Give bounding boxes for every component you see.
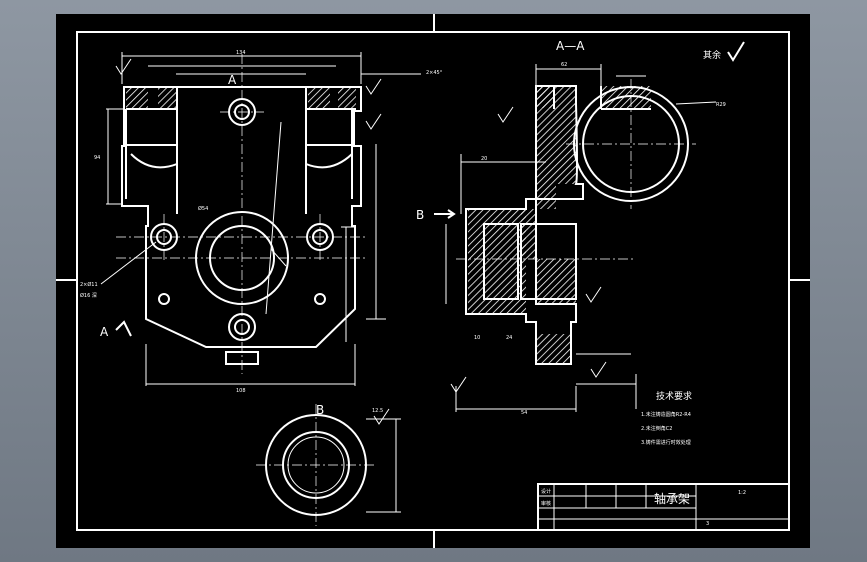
- drawing-border: [76, 31, 790, 531]
- view-b-arrow: B: [416, 208, 424, 222]
- title-row1-col1: 设计: [541, 488, 551, 495]
- scale: 1:2: [738, 490, 746, 496]
- section-mark-a: A: [228, 73, 237, 87]
- dim-20: 20: [481, 156, 487, 162]
- tech-req-item-1: 1.未注铸造圆角R2-R4: [641, 411, 691, 418]
- dim-10: 10: [474, 335, 480, 341]
- engineering-drawing: 134 108 94 2×Ø11 Ø16 深 Ø54 2×45° A A A—A: [56, 14, 810, 548]
- hatch-top-left: [536, 86, 554, 108]
- hatch-right-boss: [308, 87, 330, 109]
- hatch-web: [521, 86, 576, 304]
- view-b-title: B: [316, 403, 324, 417]
- dim-24: 24: [506, 335, 512, 341]
- title-row2-col1: 审核: [541, 500, 551, 507]
- viewb-roughness: 12.5: [372, 408, 383, 414]
- dim-side-top: 62: [561, 62, 567, 68]
- arrow-mark-a: A: [100, 325, 109, 339]
- front-dim-top: 134: [236, 50, 246, 56]
- view-b: B 12.5: [256, 403, 401, 526]
- chamfer-note: 2×45°: [426, 70, 443, 76]
- hatch-right-boss-2: [338, 87, 356, 109]
- surface-remaining: 其余: [703, 49, 721, 61]
- sheet-number: 3: [706, 521, 709, 527]
- hatch-top-right: [601, 86, 651, 108]
- tech-req-item-3: 3.铸件需进行时效处理: [641, 439, 691, 446]
- drawing-sheet: 134 108 94 2×Ø11 Ø16 深 Ø54 2×45° A A A—A: [56, 14, 810, 548]
- hatch-left-boss-2: [158, 87, 176, 109]
- tech-req-item-2: 2.未注倒角C2: [641, 425, 672, 432]
- section-view: A—A 62 R29 20 10 24 54 B 其余: [416, 39, 745, 416]
- tech-req-title: 技术要求: [656, 390, 692, 402]
- hatch-boss: [468, 209, 526, 314]
- front-counterbore: Ø16 深: [80, 292, 97, 299]
- tech-requirements: 技术要求 1.未注铸造圆角R2-R4 2.未注倒角C2 3.铸件需进行时效处理: [641, 390, 692, 446]
- section-title: A—A: [556, 39, 585, 53]
- dim-bottom-width: 54: [521, 410, 527, 416]
- front-dim-bottom: 108: [236, 388, 246, 394]
- zone-ticks: [56, 14, 810, 548]
- part-name: 轴承架: [654, 491, 690, 506]
- dim-radius: R29: [716, 102, 726, 108]
- front-boss-dia: Ø54: [198, 205, 208, 212]
- front-dim-side: 94: [94, 155, 100, 161]
- hatch-left-boss: [126, 87, 148, 109]
- front-holes-note: 2×Ø11: [80, 281, 98, 288]
- title-block: 设计 审核 轴承架 1:2 3: [537, 483, 790, 531]
- front-view: 134 108 94 2×Ø11 Ø16 深 Ø54 2×45° A A: [80, 50, 443, 394]
